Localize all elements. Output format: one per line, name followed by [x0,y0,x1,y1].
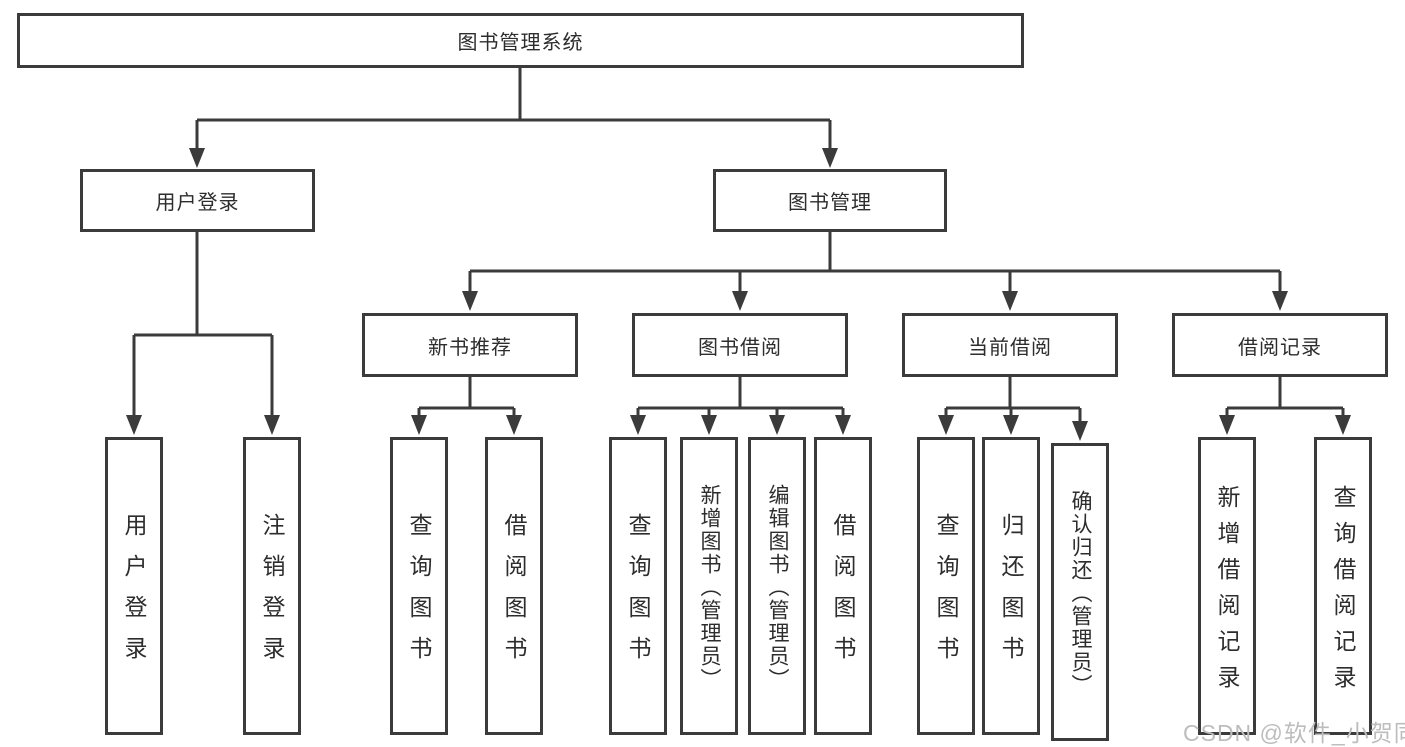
connector-borrow-records-to-leaves [1219,377,1351,435]
arrow-down-icon [1072,421,1088,441]
node-book-management-label: 图书管理 [788,192,872,214]
leaf-add-book-admin: 新增图书（管理员） [680,437,738,735]
leaf-edit-book-admin: 编辑图书（管理员） [748,437,806,735]
arrow-down-icon [769,415,785,435]
arrow-down-icon [264,415,280,435]
connector-new-book-recommend-to-leaves [411,377,522,435]
arrow-down-icon [126,415,142,435]
leaf-query-books-borrow-label: 查询图书 [625,513,651,677]
leaf-logout: 注销登录 [243,437,301,735]
leaf-query-books-current: 查询图书 [917,437,975,735]
arrow-down-icon [630,415,646,435]
node-borrow-records-label: 借阅记录 [1238,336,1322,359]
arrow-down-icon [822,148,838,168]
leaf-confirm-return-admin-label: 确认归还（管理员） [1069,489,1092,697]
node-book-borrow: 图书借阅 [632,313,848,377]
leaf-query-books-borrow: 查询图书 [609,437,667,735]
node-new-book-recommend-label: 新书推荐 [428,336,512,359]
leaf-borrow-books-recommend-label: 借阅图书 [501,513,527,677]
arrow-down-icon [732,291,748,311]
csdn-watermark: CSDN @软件_小贺同学 [1183,720,1405,746]
connector-current-borrow-to-leaves [938,377,1088,441]
leaf-query-books-recommend-label: 查询图书 [406,513,432,677]
arrow-down-icon [1335,415,1351,435]
node-book-management: 图书管理 [713,169,947,232]
leaf-user-login: 用户登录 [105,437,163,735]
arrow-down-icon [462,291,478,311]
node-root-label: 图书管理系统 [457,32,584,54]
leaf-borrow-books-borrow: 借阅图书 [814,437,872,735]
arrow-down-icon [1272,291,1288,311]
leaf-query-books-current-label: 查询图书 [933,513,959,677]
arrow-down-icon [189,148,205,168]
leaf-user-login-label: 用户登录 [121,513,147,677]
leaf-borrow-books-borrow-label: 借阅图书 [830,513,856,677]
leaf-borrow-books-recommend: 借阅图书 [485,437,543,735]
connector-book-mgmt-to-level3 [462,232,1288,311]
node-user-login-label: 用户登录 [155,192,240,214]
leaf-query-borrow-record: 查询借阅记录 [1314,437,1372,735]
node-borrow-records: 借阅记录 [1172,313,1388,377]
arrow-down-icon [506,415,522,435]
node-user-login: 用户登录 [80,169,315,232]
node-current-borrow: 当前借阅 [902,313,1118,377]
node-root: 图书管理系统 [17,13,1024,68]
leaf-add-borrow-record: 新增借阅记录 [1198,437,1256,735]
arrow-down-icon [938,415,954,435]
leaf-logout-label: 注销登录 [259,513,285,677]
arrow-down-icon [835,415,851,435]
leaf-edit-book-admin-label: 编辑图书（管理员） [766,483,789,691]
connector-root-to-level2 [189,68,838,168]
arrow-down-icon [411,415,427,435]
node-current-borrow-label: 当前借阅 [968,336,1052,359]
leaf-confirm-return-admin: 确认归还（管理员） [1051,443,1109,741]
leaf-query-books-recommend: 查询图书 [390,437,448,735]
node-new-book-recommend: 新书推荐 [362,313,578,377]
arrow-down-icon [1219,415,1235,435]
leaf-return-book-label: 归还图书 [998,513,1024,677]
arrow-down-icon [1003,415,1019,435]
leaf-add-borrow-record-label: 新增借阅记录 [1214,484,1240,701]
connector-user-login-to-leaves [126,232,280,435]
leaf-add-book-admin-label: 新增图书（管理员） [698,483,721,691]
node-book-borrow-label: 图书借阅 [698,336,782,359]
connector-book-borrow-to-leaves [630,377,851,435]
leaf-query-borrow-record-label: 查询借阅记录 [1330,484,1356,701]
arrow-down-icon [701,415,717,435]
leaf-return-book: 归还图书 [982,437,1040,735]
arrow-down-icon [1002,291,1018,311]
